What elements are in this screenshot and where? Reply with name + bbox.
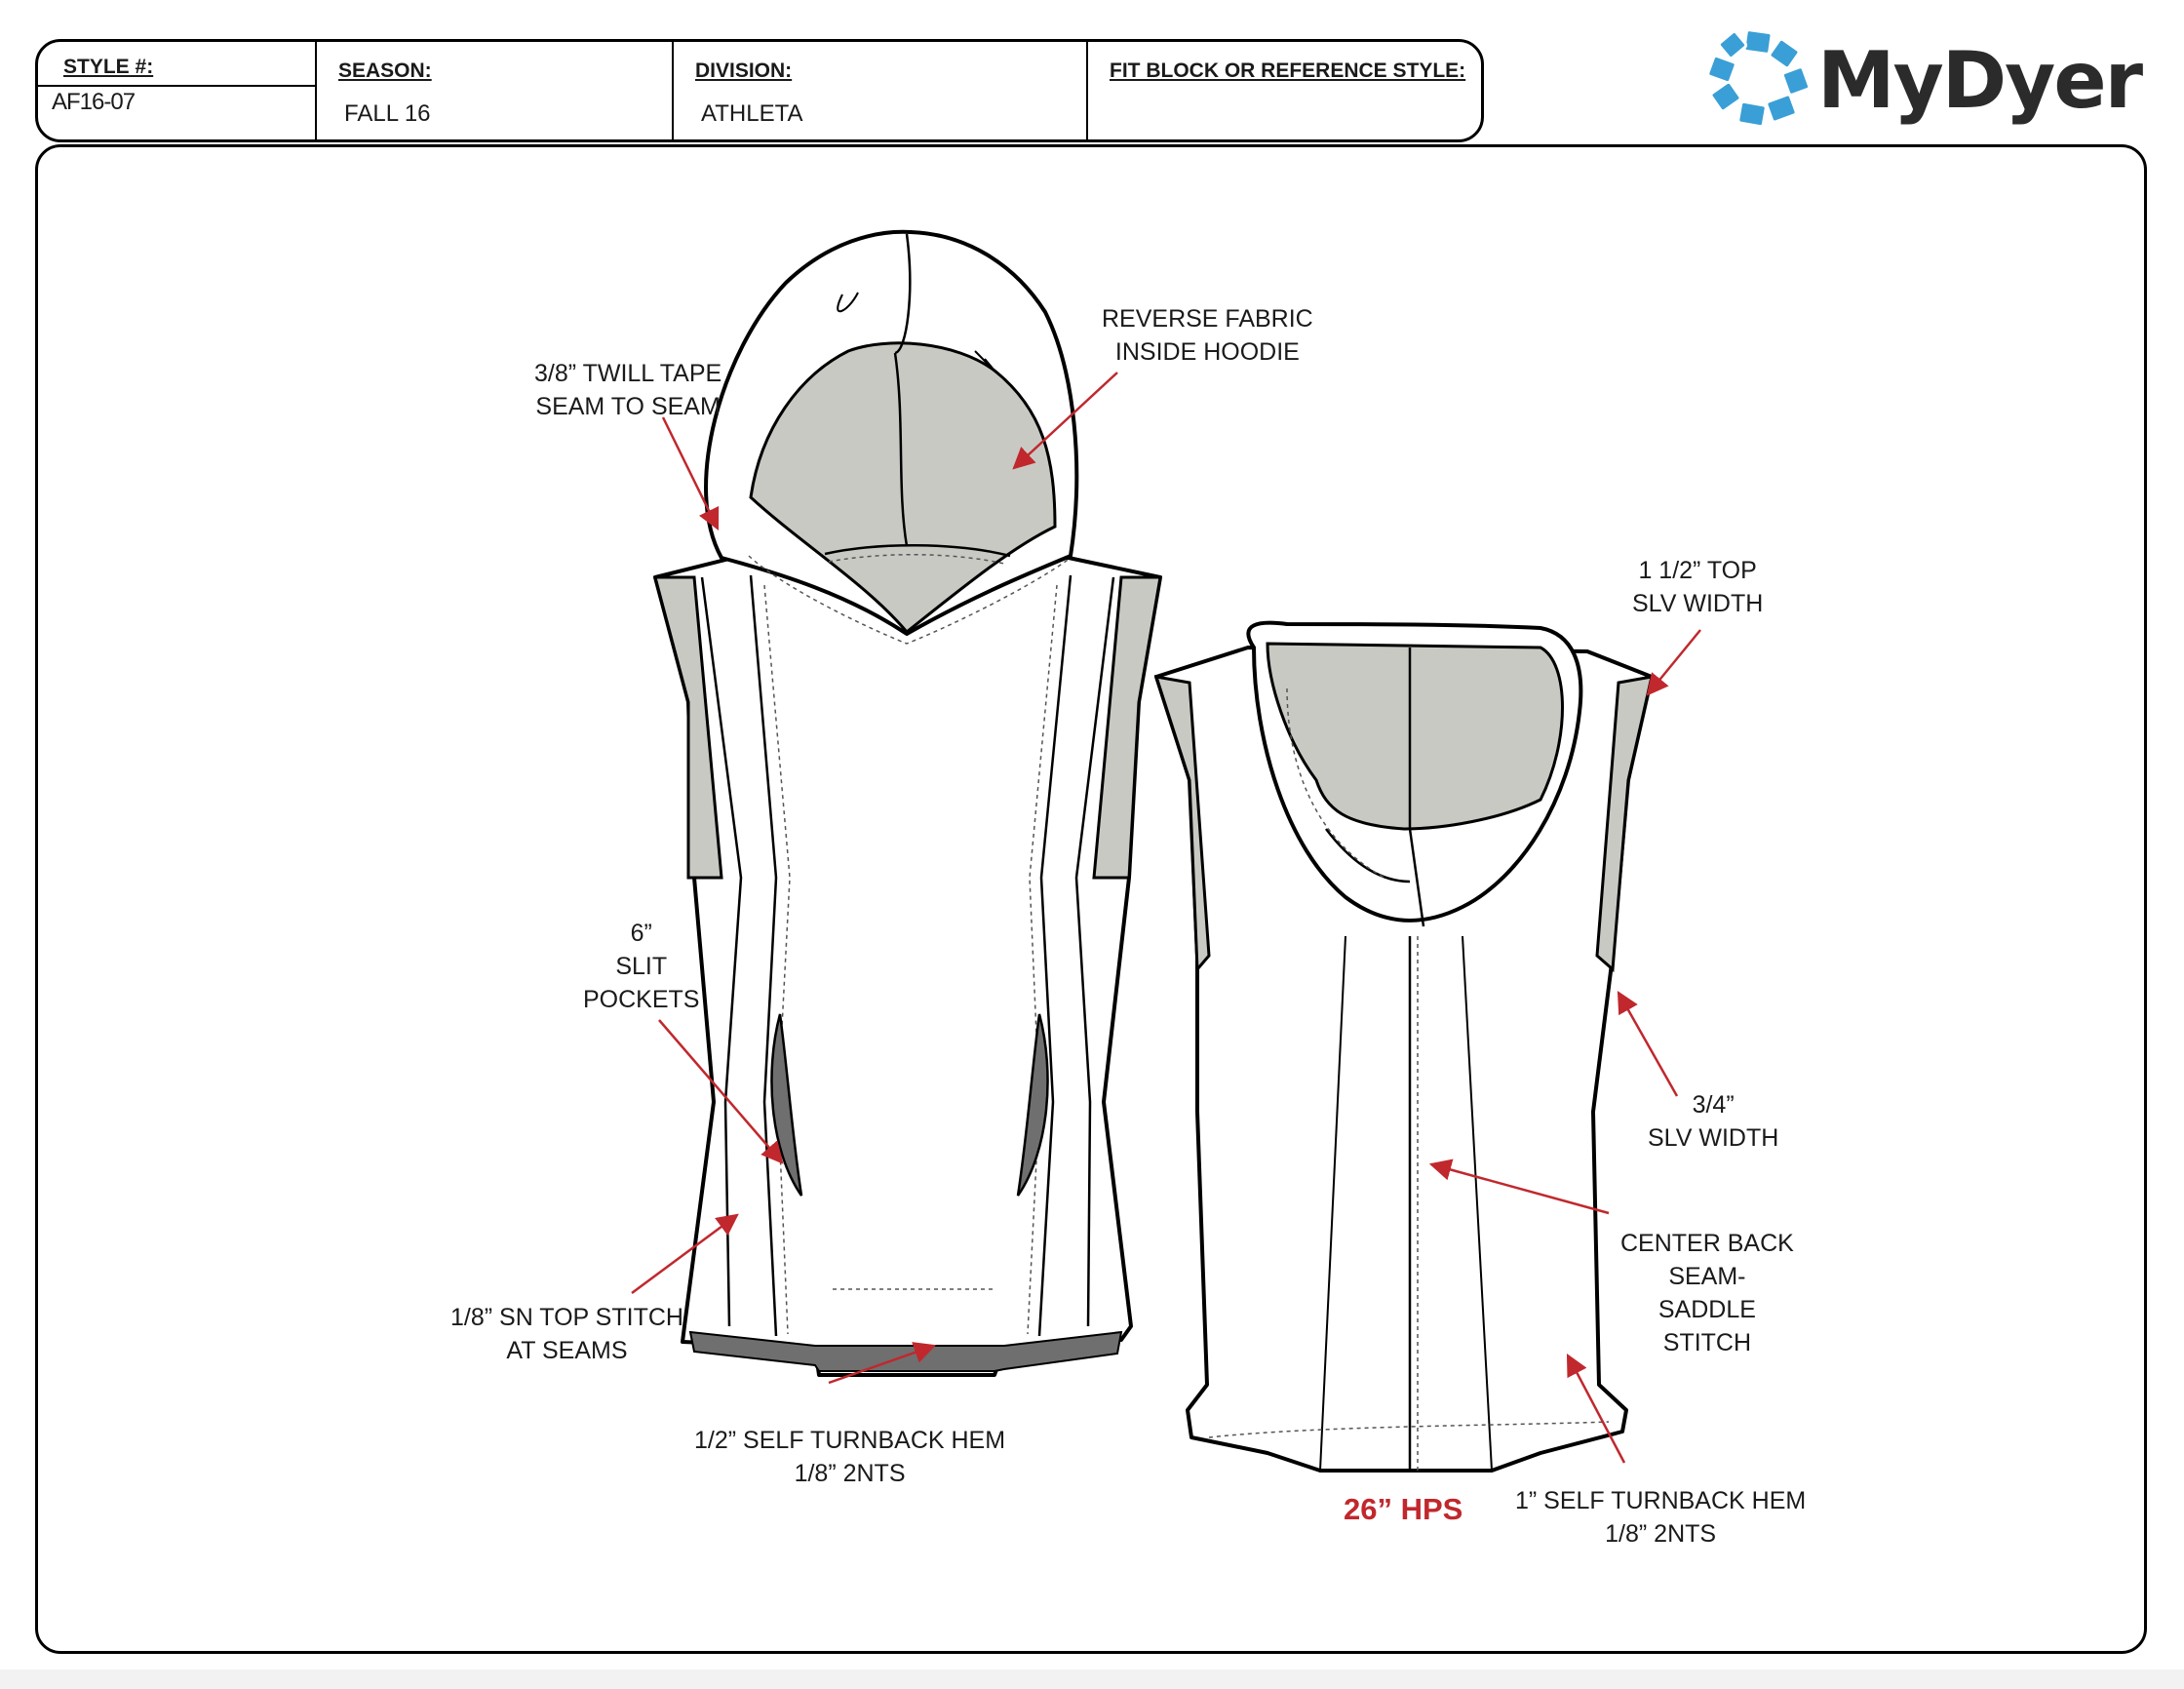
arrow-center-back bbox=[1428, 1159, 1610, 1215]
front-view-sketch bbox=[653, 229, 1162, 1377]
logo-text: MyDyer bbox=[1817, 35, 2143, 126]
arrow-back-hem bbox=[1566, 1354, 1626, 1464]
mydyer-logo: MyDyer bbox=[1706, 28, 2143, 129]
front-right-sleeve-band bbox=[1092, 575, 1162, 880]
style-cell: STYLE #: AF16-07 bbox=[38, 42, 317, 139]
spec-header-table: STYLE #: AF16-07 SEASON: FALL 16 DIVISIO… bbox=[35, 39, 1484, 142]
arrow-front-hem bbox=[828, 1342, 937, 1385]
arrow-top-slv-width bbox=[1646, 629, 1701, 696]
back-right-sleeve-band bbox=[1595, 675, 1654, 973]
arrow-twill-tape bbox=[661, 416, 720, 531]
style-label: STYLE #: bbox=[63, 56, 154, 78]
drawing-panel bbox=[35, 144, 2147, 1654]
annotation-slv-width: 3/4”SLV WIDTH bbox=[1648, 1091, 1779, 1152]
division-cell: DIVISION: ATHLETA bbox=[674, 42, 1088, 139]
arrow-slit-pockets bbox=[658, 1019, 784, 1164]
arrow-slv-width bbox=[1617, 991, 1679, 1097]
logo-mark-icon bbox=[1706, 28, 1812, 129]
back-view-sketch bbox=[1153, 620, 1654, 1473]
division-value: ATHLETA bbox=[701, 100, 803, 127]
front-left-sleeve-band bbox=[653, 575, 723, 880]
season-cell: SEASON: FALL 16 bbox=[317, 42, 674, 139]
arrow-reverse-fabric bbox=[1012, 372, 1118, 470]
fit-block-cell: FIT BLOCK OR REFERENCE STYLE: bbox=[1088, 42, 1481, 139]
front-hem-facing bbox=[688, 1330, 1123, 1372]
fit-block-label: FIT BLOCK OR REFERENCE STYLE: bbox=[1110, 59, 1466, 82]
back-hood-lining bbox=[1266, 642, 1564, 831]
front-left-slit-pocket bbox=[770, 1013, 803, 1197]
arrow-top-stitch bbox=[631, 1213, 739, 1295]
bottom-strip bbox=[0, 1669, 2184, 1689]
front-body bbox=[653, 552, 1162, 1377]
back-left-sleeve-band bbox=[1153, 675, 1211, 973]
season-value: FALL 16 bbox=[344, 100, 431, 127]
hps-measurement: 26” HPS bbox=[1344, 1492, 1463, 1526]
callout-arrows bbox=[631, 372, 1701, 1464]
front-right-slit-pocket bbox=[1016, 1013, 1049, 1197]
division-label: DIVISION: bbox=[695, 59, 793, 82]
style-value: AF16-07 bbox=[52, 89, 136, 115]
season-label: SEASON: bbox=[338, 59, 432, 82]
